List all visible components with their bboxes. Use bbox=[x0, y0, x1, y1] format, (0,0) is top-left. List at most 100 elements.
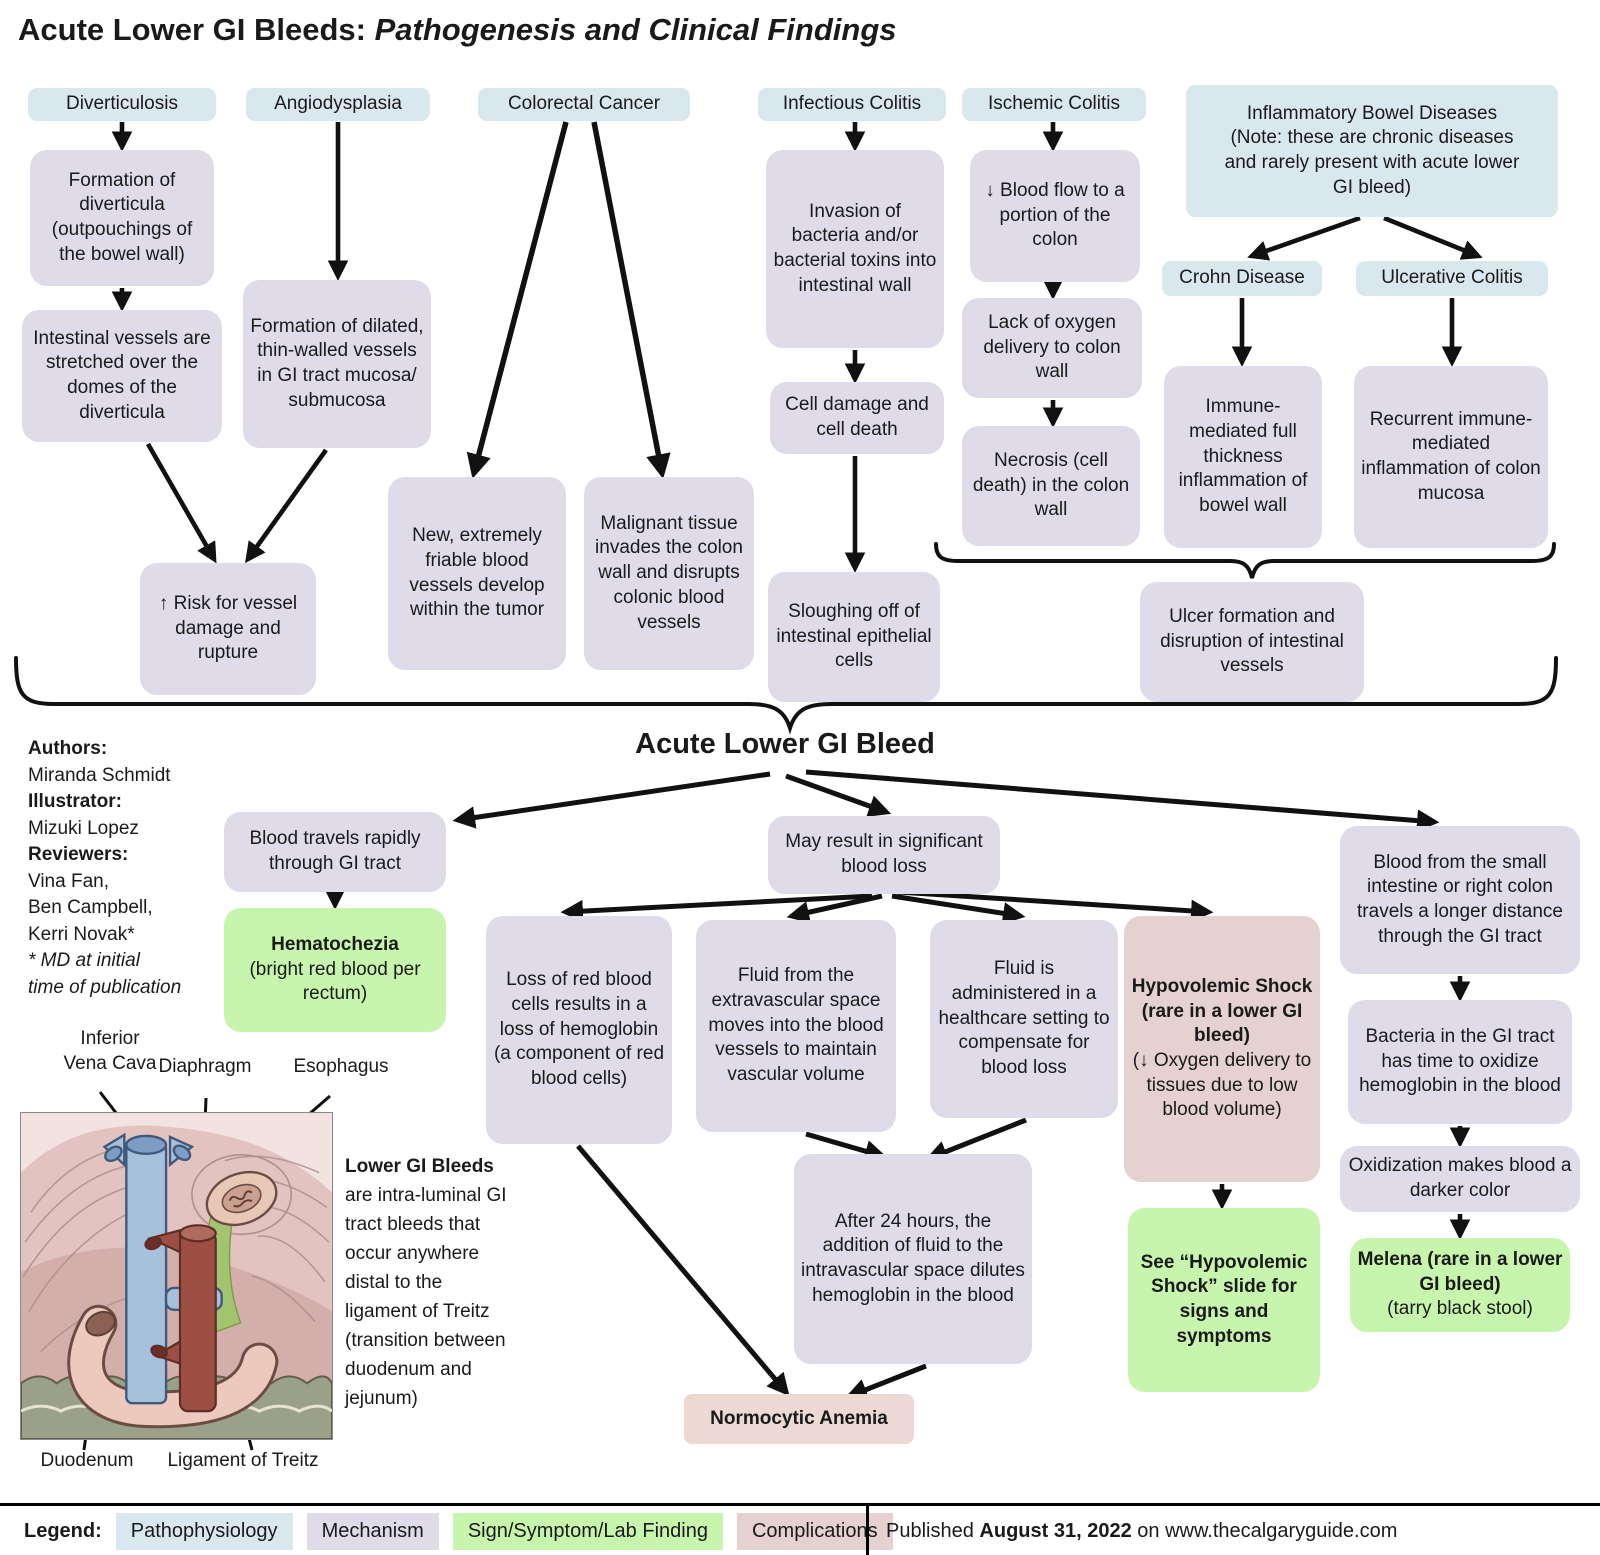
lower-gi-note-line: are intra-luminal GI bbox=[345, 1185, 507, 1206]
authors-line: Reviewers: bbox=[28, 844, 129, 865]
header-diverticulosis: Diverticulosis bbox=[28, 88, 216, 121]
fluid-extravascular: Fluid from the extravascular space moves… bbox=[696, 920, 896, 1132]
lower-gi-note-line: Lower GI Bleeds bbox=[345, 1156, 494, 1177]
ibd-note: Inflammatory Bowel Diseases (Note: these … bbox=[1186, 85, 1558, 217]
oxidization-darker-text: Oxidization makes blood a darker color bbox=[1348, 1155, 1572, 1201]
formation-dilated-vessels: Formation of dilated, thin-walled vessel… bbox=[243, 280, 431, 448]
ibd-note-text: Inflammatory Bowel Diseases bbox=[1246, 102, 1498, 124]
header-ulcerative-colitis: Ulcerative Colitis bbox=[1356, 261, 1548, 296]
header-diverticulosis-text: Diverticulosis bbox=[66, 93, 178, 115]
lack-oxygen-text: Lack of oxygen delivery to colon wall bbox=[983, 311, 1121, 383]
risk-vessel-damage: ↑ Risk for vessel damage and rupture bbox=[140, 563, 316, 695]
hematochezia: Hematochezia(bright red blood per rectum… bbox=[224, 908, 446, 1032]
sloughing-epithelial-text: Sloughing off of intestinal epithelial c… bbox=[776, 600, 932, 672]
blood-small-intestine: Blood from the small intestine or right … bbox=[1340, 826, 1580, 974]
decreased-blood-flow-text: ↓ Blood flow to a portion of the colon bbox=[985, 179, 1125, 251]
legend-divider bbox=[866, 1506, 869, 1555]
authors-line: * MD at initial bbox=[28, 950, 140, 971]
oxidization-darker: Oxidization makes blood a darker color bbox=[1340, 1146, 1580, 1212]
label-esophagus: Esophagus bbox=[293, 1056, 389, 1077]
bacteria-oxidize-text: Bacteria in the GI tract has time to oxi… bbox=[1359, 1025, 1561, 1097]
authors-line: Miranda Schmidt bbox=[28, 764, 171, 786]
legend-swatch-pathophysiology: Pathophysiology bbox=[115, 1513, 293, 1550]
header-angiodysplasia-text: Angiodysplasia bbox=[274, 93, 402, 115]
acute-lower-gi-bleed-heading: Acute Lower GI Bleed bbox=[635, 728, 935, 760]
ibd-note-text: GI bleed) bbox=[1332, 176, 1412, 198]
hypovolemic-shock-text: Hypovolemic Shock (rare in a lower GI bl… bbox=[1131, 975, 1313, 1047]
header-crohn-disease: Crohn Disease bbox=[1162, 261, 1322, 296]
decreased-blood-flow: ↓ Blood flow to a portion of the colon bbox=[970, 150, 1140, 282]
blood-travels-rapidly: Blood travels rapidly through GI tract bbox=[224, 812, 446, 892]
hypovolemic-shock: Hypovolemic Shock (rare in a lower GI bl… bbox=[1124, 916, 1320, 1182]
bacteria-oxidize: Bacteria in the GI tract has time to oxi… bbox=[1348, 1000, 1572, 1124]
sloughing-epithelial: Sloughing off of intestinal epithelial c… bbox=[768, 572, 940, 702]
label-duodenum: Duodenum bbox=[40, 1450, 134, 1471]
authors-line: Illustrator: bbox=[28, 791, 122, 812]
label-ligament-of-treitz: Ligament of Treitz bbox=[167, 1450, 319, 1471]
fluid-extravascular-text: Fluid from the extravascular space moves… bbox=[708, 965, 884, 1086]
formation-diverticula-text: Formation of diverticula (outpouchings o… bbox=[51, 169, 193, 265]
header-angiodysplasia: Angiodysplasia bbox=[246, 88, 430, 121]
header-infectious-colitis-text: Infectious Colitis bbox=[782, 93, 922, 115]
legend-swatch-complications: Complications bbox=[736, 1513, 893, 1550]
hypovolemic-shock-text: (↓ Oxygen delivery to tissues due to low… bbox=[1132, 1050, 1312, 1121]
legend-label: Legend: bbox=[24, 1520, 102, 1542]
header-ulcerative-colitis-text: Ulcerative Colitis bbox=[1381, 267, 1523, 289]
lower-gi-note-line: (transition between bbox=[345, 1330, 506, 1351]
necrosis-colon-wall: Necrosis (cell death) in the colon wall bbox=[962, 426, 1140, 546]
ulcer-formation-text: Ulcer formation and disruption of intest… bbox=[1160, 605, 1344, 677]
recurrent-immune-inflammation-text: Recurrent immune-mediated inflammation o… bbox=[1361, 408, 1541, 504]
fluid-administered: Fluid is administered in a healthcare se… bbox=[930, 920, 1118, 1118]
header-ischemic-colitis: Ischemic Colitis bbox=[962, 88, 1146, 121]
invasion-bacteria: Invasion of bacteria and/or bacterial to… bbox=[766, 150, 944, 348]
malignant-tissue-text: Malignant tissue invades the colon wall … bbox=[595, 512, 743, 633]
ibd-note-text: (Note: these are chronic diseases bbox=[1230, 127, 1514, 149]
header-ischemic-colitis-text: Ischemic Colitis bbox=[988, 93, 1120, 115]
new-friable-vessels-text: New, extremely friable blood vessels dev… bbox=[409, 525, 545, 621]
header-infectious-colitis: Infectious Colitis bbox=[758, 88, 946, 121]
ibd-note-text: and rarely present with acute lower bbox=[1224, 152, 1520, 173]
authors-line: Kerri Novak* bbox=[28, 923, 135, 945]
may-result-blood-loss-text: May result in significant blood loss bbox=[785, 831, 983, 877]
normocytic-anemia: Normocytic Anemia bbox=[684, 1394, 914, 1444]
malignant-tissue: Malignant tissue invades the colon wall … bbox=[584, 477, 754, 670]
published-site: on www.thecalgaryguide.com bbox=[1131, 1520, 1398, 1542]
normocytic-anemia-text: Normocytic Anemia bbox=[710, 1407, 888, 1429]
lack-oxygen: Lack of oxygen delivery to colon wall bbox=[962, 298, 1142, 398]
page-title: Acute Lower GI Bleeds: Pathogenesis and … bbox=[18, 12, 897, 48]
lower-gi-note-line: duodenum and bbox=[345, 1359, 472, 1380]
label-diaphragm: Diaphragm bbox=[158, 1056, 252, 1077]
authors-line: Authors: bbox=[28, 738, 108, 759]
see-hypovolemic-slide-text: See “Hypovolemic Shock” slide for signs … bbox=[1140, 1251, 1308, 1347]
cell-damage-death-text: Cell damage and cell death bbox=[785, 394, 929, 440]
published-prefix: Published bbox=[886, 1520, 980, 1542]
immune-mediated-inflammation: Immune-mediated full thickness inflammat… bbox=[1164, 366, 1322, 548]
new-friable-vessels: New, extremely friable blood vessels dev… bbox=[388, 477, 566, 670]
authors-line: Mizuki Lopez bbox=[28, 817, 139, 839]
legend-swatch-sign-symptom-lab-finding: Sign/Symptom/Lab Finding bbox=[452, 1513, 723, 1550]
invasion-bacteria-text: Invasion of bacteria and/or bacterial to… bbox=[773, 200, 937, 296]
authors-line: time of publication bbox=[28, 976, 182, 998]
after-24-hours: After 24 hours, the addition of fluid to… bbox=[794, 1154, 1032, 1364]
ulcer-formation: Ulcer formation and disruption of intest… bbox=[1140, 582, 1364, 702]
page-title-main: Acute Lower GI Bleeds: bbox=[18, 12, 375, 47]
header-crohn-disease-text: Crohn Disease bbox=[1179, 267, 1305, 289]
see-hypovolemic-slide: See “Hypovolemic Shock” slide for signs … bbox=[1128, 1208, 1320, 1392]
lower-gi-note-line: ligament of Treitz bbox=[345, 1301, 490, 1322]
after-24-hours-text: After 24 hours, the addition of fluid to… bbox=[801, 1210, 1025, 1306]
blood-small-intestine-text: Blood from the small intestine or right … bbox=[1357, 851, 1563, 947]
blood-travels-rapidly-text: Blood travels rapidly through GI tract bbox=[249, 828, 421, 874]
page-title-sub: Pathogenesis and Clinical Findings bbox=[374, 12, 897, 47]
melena-text: (tarry black stool) bbox=[1387, 1298, 1533, 1320]
may-result-blood-loss: May result in significant blood loss bbox=[768, 816, 1000, 894]
melena: Melena (rare in a lower GI bleed)(tarry … bbox=[1350, 1238, 1570, 1332]
published-date: August 31, 2022 bbox=[979, 1520, 1132, 1542]
intestinal-vessels-stretched-text: Intestinal vessels are stretched over th… bbox=[33, 327, 211, 423]
authors-line: Ben Campbell, bbox=[28, 897, 153, 918]
